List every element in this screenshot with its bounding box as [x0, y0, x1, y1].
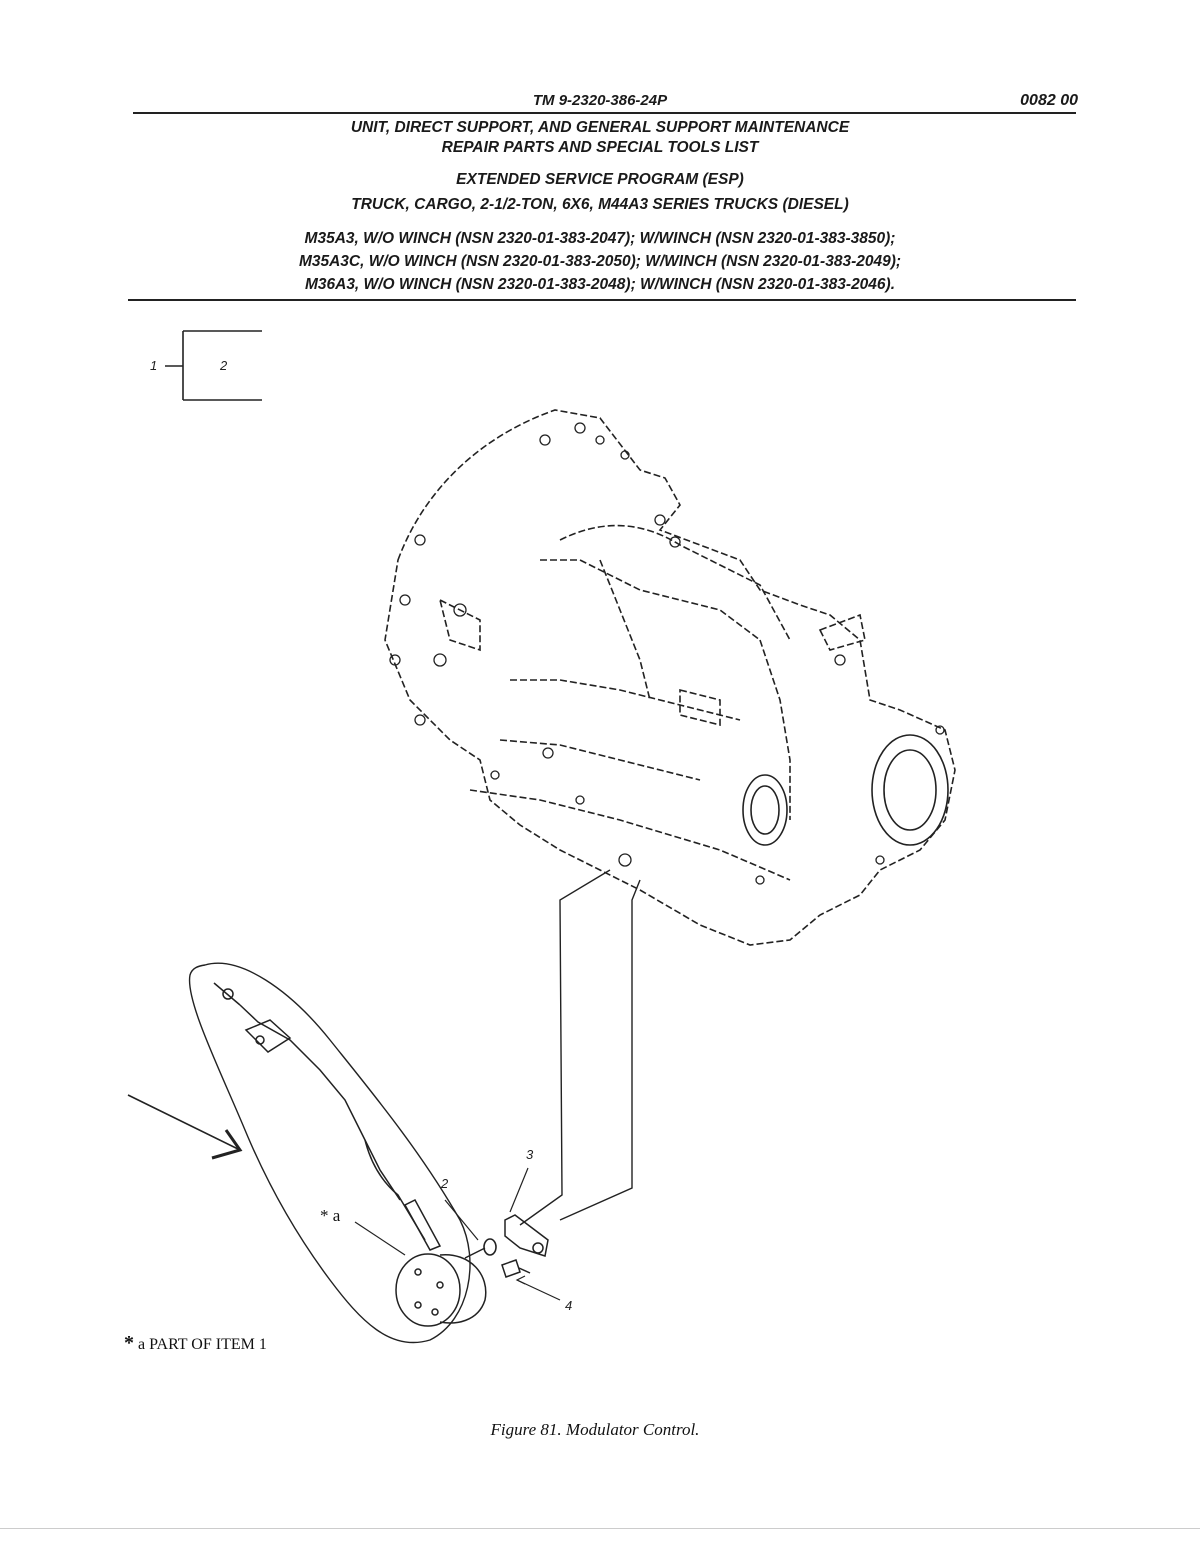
- bolt-holes: [389, 422, 945, 885]
- model-line-1: M35A3, W/O WINCH (NSN 2320-01-383-2047);…: [304, 230, 896, 247]
- callout-item-4: 4: [565, 1298, 573, 1313]
- seal-ring: [444, 1199, 497, 1256]
- modulator-cable: [213, 982, 442, 1251]
- legend-box: [165, 330, 262, 401]
- figure-caption: Figure 81. Modulator Control.: [490, 1420, 700, 1439]
- callout-item-3: 3: [526, 1147, 534, 1162]
- legend-item-1: 1: [150, 358, 158, 373]
- work-package-number: 0082 00: [1020, 92, 1078, 109]
- vehicle-title: TRUCK, CARGO, 2-1/2-TON, 6X6, M44A3 SERI…: [351, 196, 849, 213]
- callout-star-a: * a: [320, 1206, 341, 1225]
- pointer-arrow: [127, 1094, 243, 1160]
- cap-screw: [501, 1259, 561, 1301]
- item-1-enclosure: [188, 962, 471, 1344]
- modulator-body: [395, 1247, 487, 1327]
- title-line-2: REPAIR PARTS AND SPECIAL TOOLS LIST: [441, 139, 759, 156]
- footnote-star: *: [124, 1332, 134, 1354]
- program-title: EXTENDED SERVICE PROGRAM (ESP): [456, 171, 744, 188]
- output-bores: [742, 734, 949, 846]
- page-bottom-edge: [0, 1528, 1200, 1529]
- retainer-bracket: [504, 1167, 549, 1257]
- star-a-leader: [354, 1221, 406, 1256]
- legend-item-2: 2: [220, 358, 228, 373]
- header-top-rule: [133, 112, 1076, 114]
- model-line-3: M36A3, W/O WINCH (NSN 2320-01-383-2048);…: [304, 276, 896, 293]
- footnote-text: a PART OF ITEM 1: [138, 1336, 267, 1353]
- tm-number: TM 9-2320-386-24P: [532, 92, 668, 109]
- model-line-2: M35A3C, W/O WINCH (NSN 2320-01-383-2050)…: [298, 253, 902, 270]
- transmission-housing: [384, 409, 956, 946]
- callout-item-2: 2: [441, 1176, 449, 1191]
- header-bottom-rule: [128, 299, 1076, 301]
- footnote: * a PART OF ITEM 1: [124, 1332, 267, 1355]
- title-line-1: UNIT, DIRECT SUPPORT, AND GENERAL SUPPOR…: [350, 119, 850, 136]
- attachment-leader-lines: [519, 869, 641, 1226]
